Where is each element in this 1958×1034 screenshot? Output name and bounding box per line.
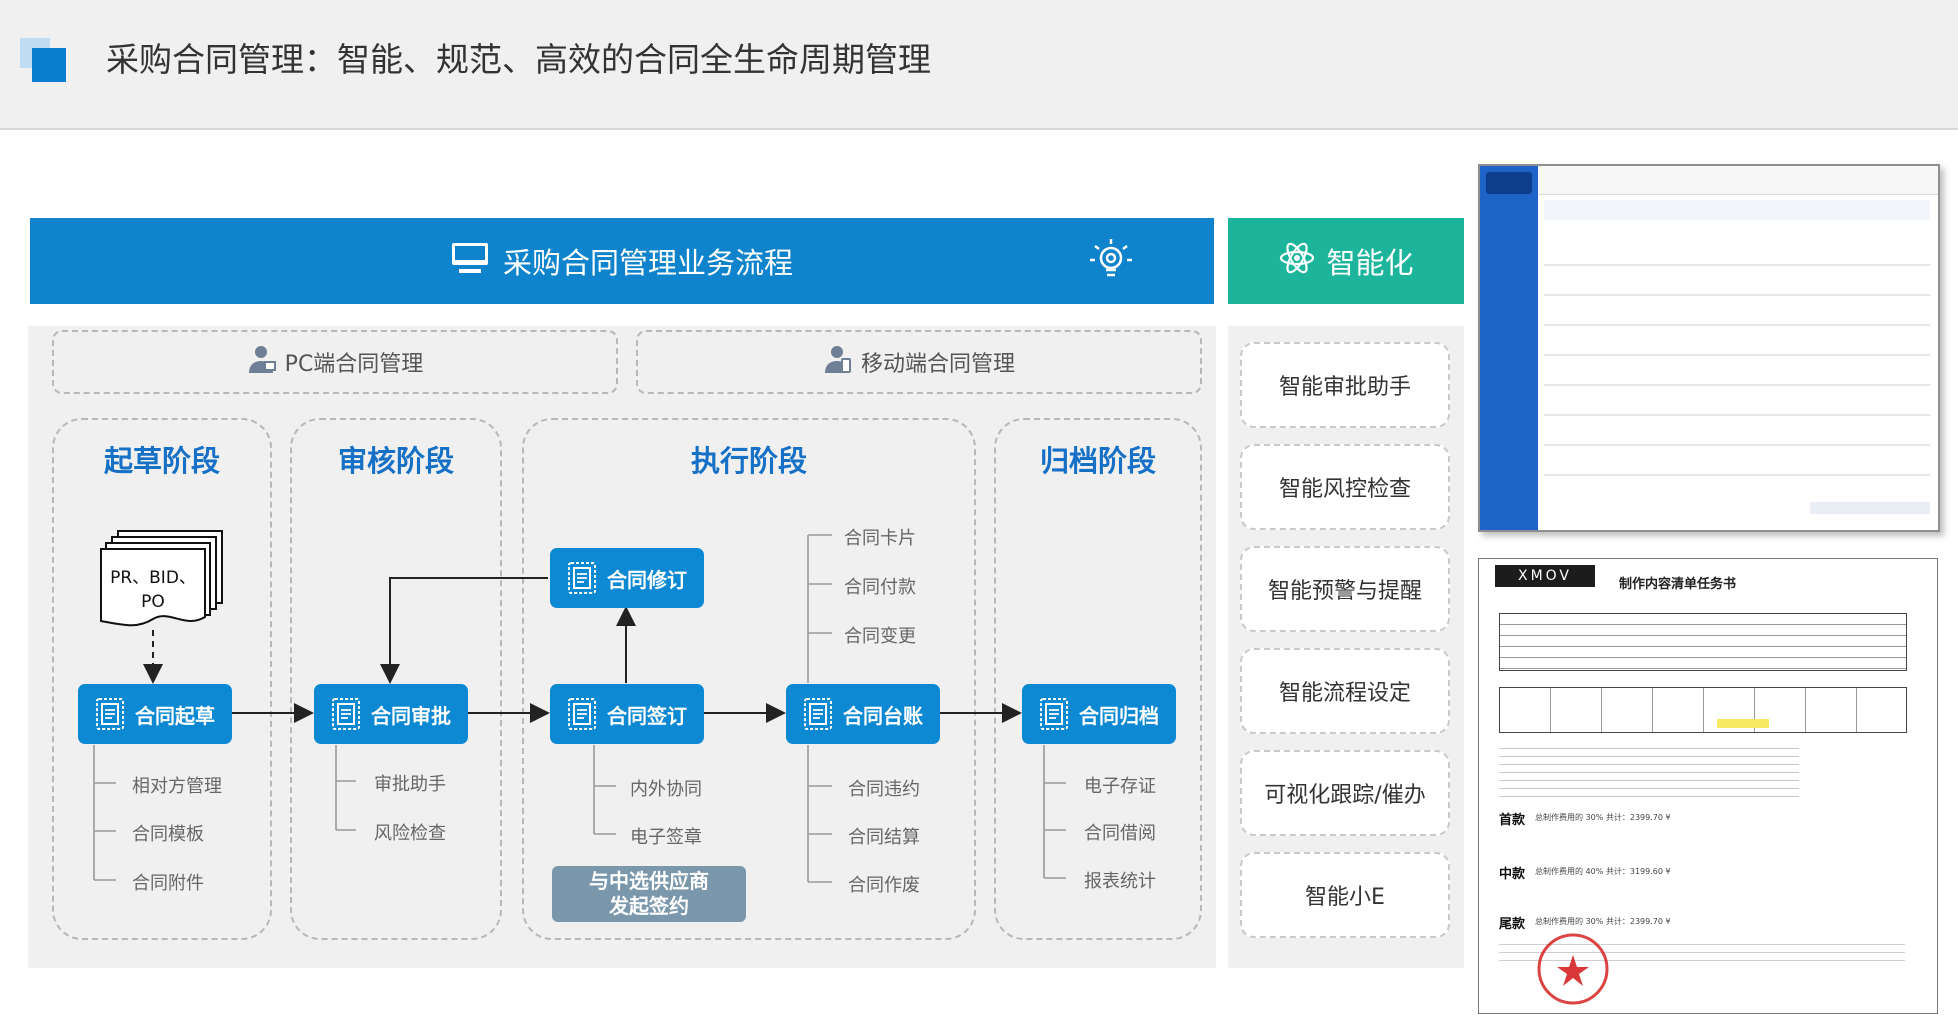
node-approve[interactable]: 合同审批 xyxy=(314,684,468,744)
lightbulb-icon xyxy=(1086,236,1136,293)
node-ledger[interactable]: 合同台账 xyxy=(786,684,940,744)
stage-title-draft: 起草阶段 xyxy=(103,444,220,478)
monitor-icon xyxy=(451,242,489,281)
stage-title-review: 审核阶段 xyxy=(337,444,454,478)
process-flow-title: 采购合同管理业务流程 xyxy=(502,246,793,280)
sign-item: 电子签章 xyxy=(630,827,702,848)
node-draft[interactable]: 合同起草 xyxy=(78,684,232,744)
node-revise[interactable]: 合同修订 xyxy=(550,548,704,608)
doc-title: 制作内容清单任务书 xyxy=(1619,577,1737,592)
approve-item: 审批助手 xyxy=(374,774,446,795)
doc-pile-line1: PR、BID、 xyxy=(110,568,196,588)
ledger-item: 合同违约 xyxy=(848,779,920,800)
sign-item: 内外协同 xyxy=(630,779,702,800)
logo-square-front xyxy=(32,48,66,82)
draft-item: 合同附件 xyxy=(132,873,204,894)
node-archive-label: 合同归档 xyxy=(1079,703,1159,728)
node-revise-label: 合同修订 xyxy=(607,567,687,592)
smart-item-approval[interactable]: 智能审批助手 xyxy=(1240,342,1450,428)
stage-box-archive xyxy=(994,418,1202,940)
node-sign[interactable]: 合同签订 xyxy=(550,684,704,744)
user-icon xyxy=(247,344,277,380)
smart-bar: 智能化 xyxy=(1228,218,1464,304)
doc-info-table xyxy=(1499,613,1907,671)
stage-box-review xyxy=(290,418,502,940)
archive-item: 报表统计 xyxy=(1084,871,1156,892)
thumb-sidebar xyxy=(1480,166,1538,530)
red-seal-icon xyxy=(1535,931,1611,1011)
ledger-item: 合同结算 xyxy=(848,827,920,848)
doc-payment-2-label: 中款 xyxy=(1499,867,1526,882)
supplier-sign-node[interactable]: 与中选供应商 发起签约 xyxy=(552,866,746,922)
document-icon xyxy=(1039,697,1069,731)
stage-box-execute xyxy=(522,418,976,940)
thumb-toolbar xyxy=(1544,200,1930,220)
task-document-thumbnail: XMOV 制作内容清单任务书 首款 总制作费用的 30% 共计：2399.70 … xyxy=(1478,558,1938,1014)
smart-item-flow[interactable]: 智能流程设定 xyxy=(1240,648,1450,734)
archive-item: 合同借阅 xyxy=(1084,823,1156,844)
doc-item-table xyxy=(1499,687,1907,733)
process-flow-bar: 采购合同管理业务流程 xyxy=(30,218,1214,304)
smart-item-assistant[interactable]: 智能小E xyxy=(1240,852,1450,938)
smart-item-tracking[interactable]: 可视化跟踪/催办 xyxy=(1240,750,1450,836)
ledger-item: 合同卡片 xyxy=(844,528,916,549)
app-screenshot-thumbnail xyxy=(1478,164,1940,532)
node-ledger-label: 合同台账 xyxy=(843,703,923,728)
doc-payment-1-desc: 总制作费用的 30% 共计：2399.70 ¥ xyxy=(1535,813,1671,822)
stage-box-draft xyxy=(52,418,272,940)
node-archive[interactable]: 合同归档 xyxy=(1022,684,1176,744)
doc-payment-2-desc: 总制作费用的 40% 共计：3199.60 ¥ xyxy=(1535,867,1671,876)
document-icon xyxy=(803,697,833,731)
smart-title: 智能化 xyxy=(1326,246,1414,280)
draft-item: 相对方管理 xyxy=(132,776,222,797)
document-pile: PR、BID、 PO xyxy=(100,528,228,633)
doc-payment-1-label: 首款 xyxy=(1499,813,1526,828)
approve-item: 风险检查 xyxy=(374,823,446,844)
node-draft-label: 合同起草 xyxy=(135,703,215,728)
doc-pile-line2: PO xyxy=(141,592,165,612)
ledger-item: 合同付款 xyxy=(844,577,916,598)
smart-item-risk[interactable]: 智能风控检查 xyxy=(1240,444,1450,530)
page-title: 采购合同管理：智能、规范、高效的合同全生命周期管理 xyxy=(106,40,931,79)
archive-item: 电子存证 xyxy=(1084,776,1156,797)
mobile-channel-label: 移动端合同管理 xyxy=(860,352,1015,377)
node-approve-label: 合同审批 xyxy=(371,703,451,728)
supplier-line2: 发起签约 xyxy=(609,894,689,918)
doc-payment-3-label: 尾款 xyxy=(1499,917,1526,932)
doc-signature-lines xyxy=(1499,937,1905,967)
ledger-item: 合同变更 xyxy=(844,626,916,647)
doc-brand: XMOV xyxy=(1495,565,1595,587)
user-icon xyxy=(823,344,853,380)
atom-icon xyxy=(1278,239,1316,284)
smart-item-warning[interactable]: 智能预警与提醒 xyxy=(1240,546,1450,632)
thumb-logo xyxy=(1486,172,1532,194)
thumb-pagination xyxy=(1810,502,1930,514)
ledger-item: 合同作废 xyxy=(848,875,920,896)
document-icon xyxy=(567,561,597,595)
header-band xyxy=(0,0,1958,130)
node-sign-label: 合同签订 xyxy=(607,703,687,728)
draft-item: 合同模板 xyxy=(132,824,204,845)
mobile-channel-box: 移动端合同管理 xyxy=(636,330,1202,394)
doc-text-lines xyxy=(1499,741,1799,801)
supplier-line1: 与中选供应商 xyxy=(589,869,709,893)
pc-channel-box: PC端合同管理 xyxy=(52,330,618,394)
thumb-topbar xyxy=(1538,166,1938,195)
stage-title-execute: 执行阶段 xyxy=(690,444,807,478)
doc-highlight xyxy=(1717,719,1769,728)
document-icon xyxy=(95,697,125,731)
doc-payment-3-desc: 总制作费用的 30% 共计：2399.70 ¥ xyxy=(1535,917,1671,926)
thumb-table xyxy=(1544,236,1930,486)
pc-channel-label: PC端合同管理 xyxy=(284,352,424,377)
document-icon xyxy=(331,697,361,731)
document-icon xyxy=(567,697,597,731)
stage-title-archive: 归档阶段 xyxy=(1039,444,1156,478)
